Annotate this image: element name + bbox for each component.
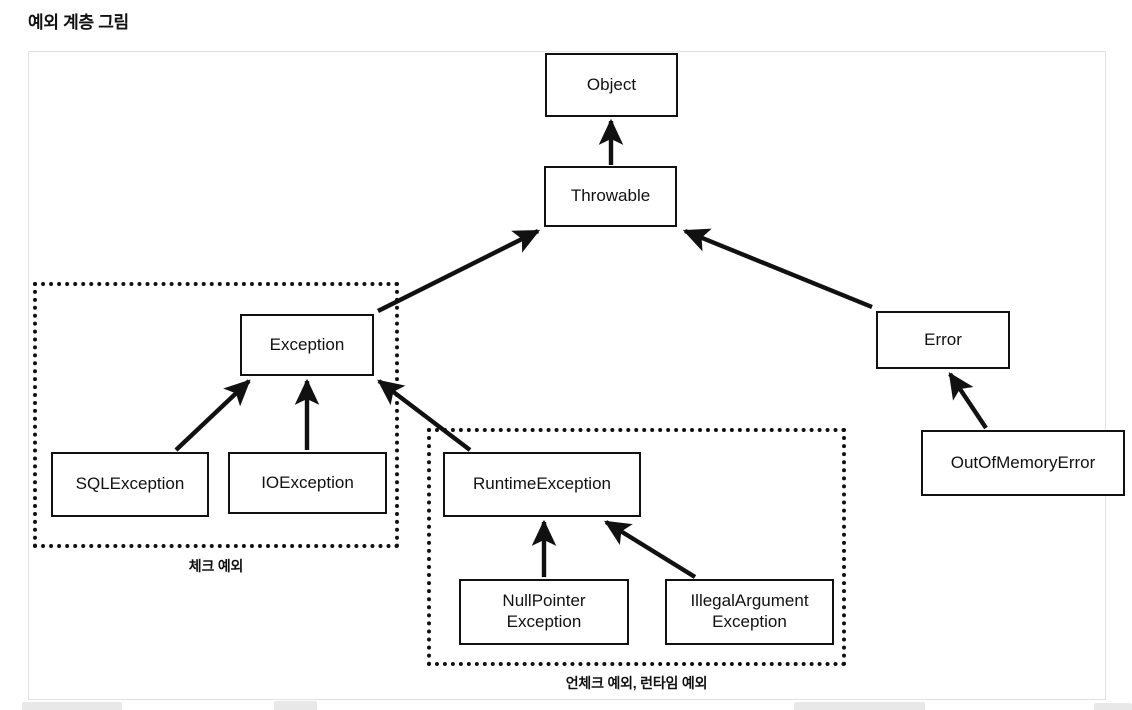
group-label-unchecked: 언체크 예외, 런타임 예외 xyxy=(565,675,708,691)
page-title: 예외 계층 그림 xyxy=(28,13,129,32)
node-error: Error xyxy=(876,311,1010,369)
bottom-strip xyxy=(22,702,122,710)
node-nullpointerexception: NullPointer Exception xyxy=(459,579,629,645)
node-object: Object xyxy=(545,53,678,117)
bottom-strip xyxy=(1094,703,1132,710)
node-ioexception: IOException xyxy=(228,452,387,514)
bottom-strip xyxy=(274,701,317,710)
node-exception: Exception xyxy=(240,314,374,376)
node-illegalargumentexception: IllegalArgument Exception xyxy=(665,579,834,645)
bottom-strip xyxy=(794,702,925,710)
node-throwable: Throwable xyxy=(544,166,677,227)
node-outofmemoryerror: OutOfMemoryError xyxy=(921,430,1125,496)
group-label-checked: 체크 예외 xyxy=(188,558,244,574)
node-sqlexception: SQLException xyxy=(51,452,209,517)
group-region-unchecked xyxy=(427,428,846,666)
node-runtimeexception: RuntimeException xyxy=(443,452,641,517)
